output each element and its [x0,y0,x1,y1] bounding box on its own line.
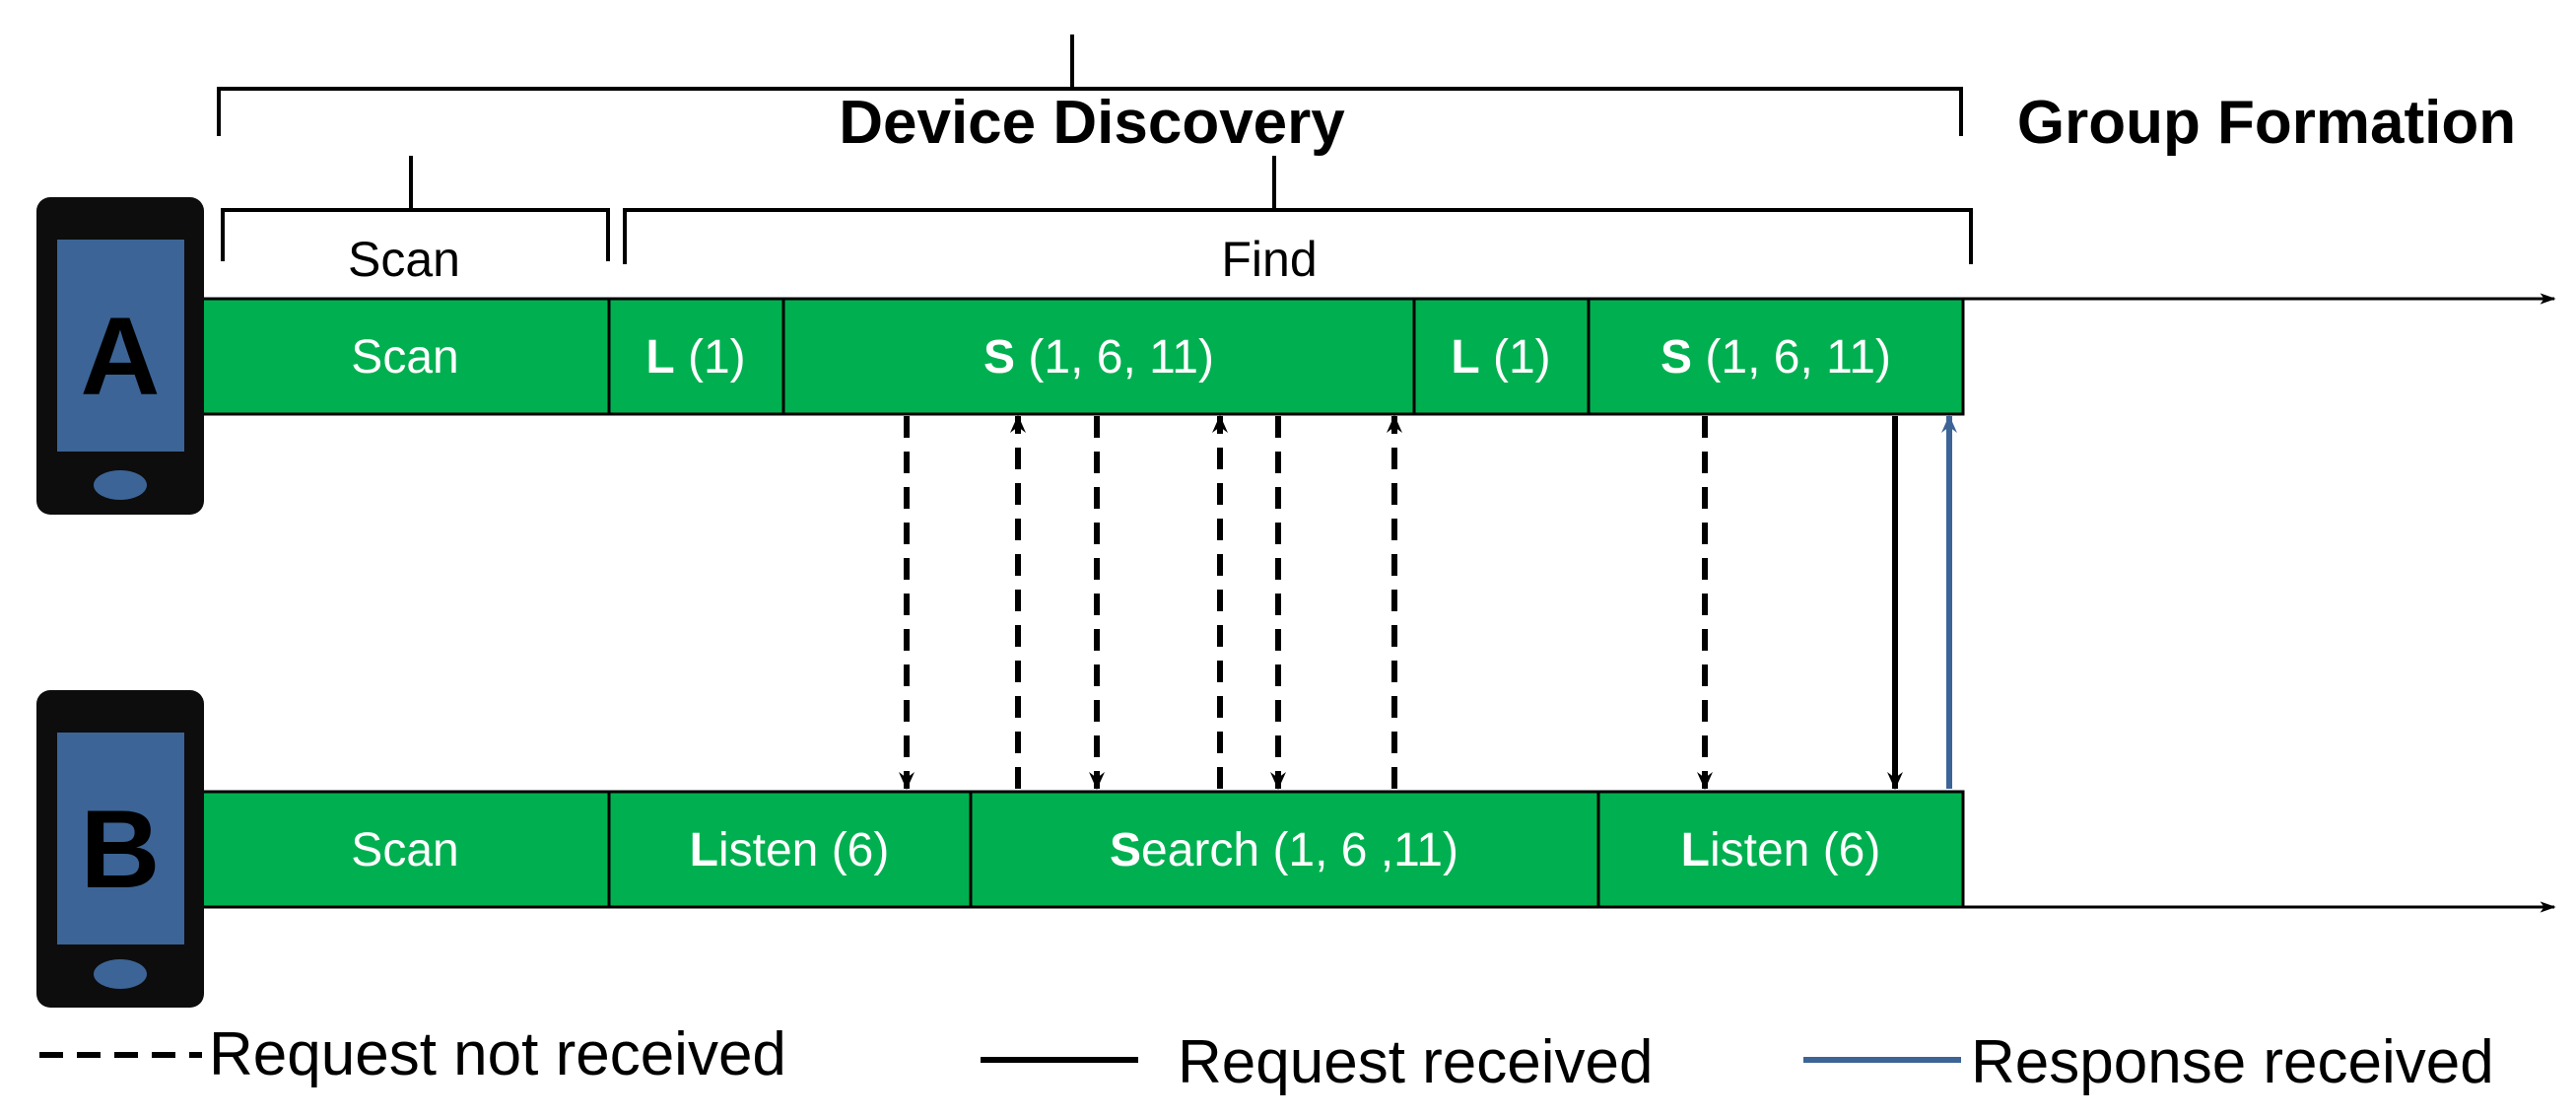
b-segment-scan [200,790,611,909]
a-segment-scan-label: Scan [351,331,458,384]
group-formation-title: Group Formation [2017,89,2516,157]
legend-response-received: Response received [1971,1028,2494,1096]
a-segment-listen-1 [607,297,785,416]
device-b-timeline: Scan Listen (6) Search (1, 6 ,11) Listen… [200,790,1965,909]
a-segment-search-2-label: S (1, 6, 11) [1661,331,1891,384]
b-segment-search [969,790,1600,909]
device-a-timeline: Scan L (1) S (1, 6, 11) L (1) S (1, 6, 1… [200,297,1965,416]
legend: Request not received Request received Re… [39,1020,2494,1096]
legend-request-not-received: Request not received [209,1020,786,1088]
device-b-label: B [81,788,161,911]
scan-phase-title: Scan [348,232,460,287]
b-segment-scan-label: Scan [351,824,458,876]
a-segment-listen-2-label: L (1) [1451,331,1550,384]
brace-find [623,156,1973,264]
phone-b-icon: B [36,690,204,1008]
phone-a-icon: A [36,197,204,515]
device-a-label: A [81,295,161,418]
brace-device-discovery [217,35,1963,136]
legend-request-received: Request received [1178,1028,1654,1096]
a-segment-search-1-label: S (1, 6, 11) [983,331,1214,384]
b-segment-listen-2 [1596,790,1965,909]
device-discovery-title: Device Discovery [839,89,1345,157]
message-arrows [899,415,1957,790]
find-phase-title: Find [1221,232,1317,287]
b-segment-search-label: Search (1, 6 ,11) [1110,824,1458,876]
b-segment-listen-1-label: Listen (6) [690,824,890,876]
a-segment-search-2 [1587,297,1965,416]
a-segment-listen-1-label: L (1) [645,331,745,384]
b-segment-listen-2-label: Listen (6) [1681,824,1881,876]
b-segment-listen-1 [607,790,973,909]
brace-scan [221,156,610,261]
